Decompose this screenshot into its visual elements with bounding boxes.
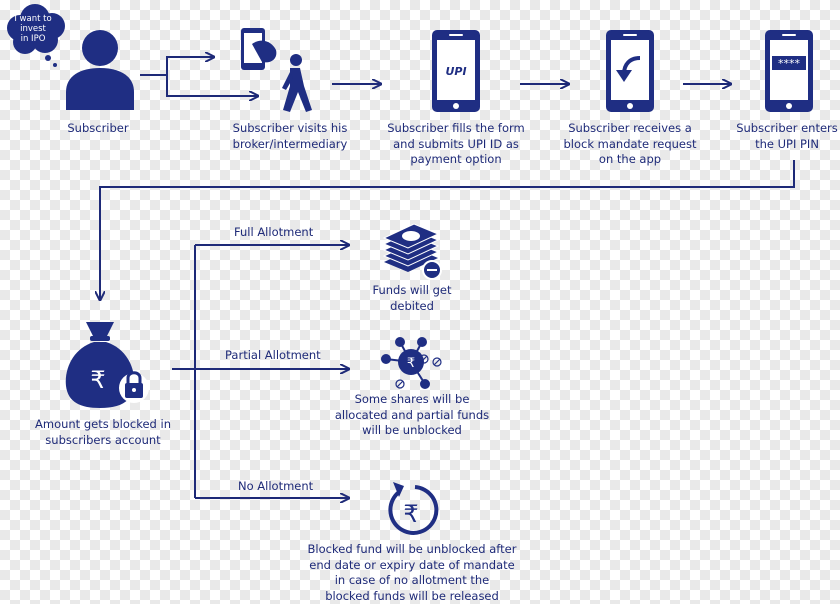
speech-bubble-icon <box>7 4 65 67</box>
step-label-block-mandate: Subscriber receives a block mandate requ… <box>563 121 697 166</box>
pin-mask-text: **** <box>778 57 801 70</box>
top-flow-arrows <box>100 57 795 300</box>
branch-arrows <box>172 245 349 498</box>
step-label-fills-form: Subscriber fills the form and submits UP… <box>387 121 525 166</box>
phone-download-icon <box>606 30 654 112</box>
cash-stack-minus-icon <box>382 223 442 280</box>
outcome-partial-unblocked: Some shares will be allocated and partia… <box>334 392 490 437</box>
rupee-network-icon <box>381 337 442 389</box>
step-label-subscriber: Subscriber <box>67 121 129 135</box>
step-label-enter-pin: Subscriber enters the UPI PIN <box>736 121 838 151</box>
rupee-refresh-icon <box>388 482 439 535</box>
branch-label-partial: Partial Allotment <box>225 348 321 362</box>
blocked-amount-label: Amount gets blocked in subscribers accou… <box>35 417 171 447</box>
upi-phone-icon <box>432 30 480 112</box>
branch-label-full: Full Allotment <box>234 225 314 239</box>
network-rupee-symbol: ₹ <box>407 356 415 371</box>
outcome-no-allotment: Blocked fund will be unblocked after end… <box>307 542 517 603</box>
upi-logo-text: UPI <box>445 65 466 78</box>
branch-label-none: No Allotment <box>238 479 314 493</box>
speech-bubble-text: I want to invest in IPO <box>14 14 52 44</box>
person-icon <box>66 30 134 110</box>
bag-rupee-symbol: ₹ <box>90 366 105 394</box>
money-bag-lock-icon <box>65 322 149 408</box>
step-label-visits-broker: Subscriber visits his broker/intermediar… <box>232 121 348 151</box>
phone-walking-person-icon <box>241 28 312 112</box>
phone-pin-icon <box>765 30 813 112</box>
outcome-funds-debited: Funds will get debited <box>372 283 452 313</box>
refresh-rupee-symbol: ₹ <box>403 500 418 528</box>
